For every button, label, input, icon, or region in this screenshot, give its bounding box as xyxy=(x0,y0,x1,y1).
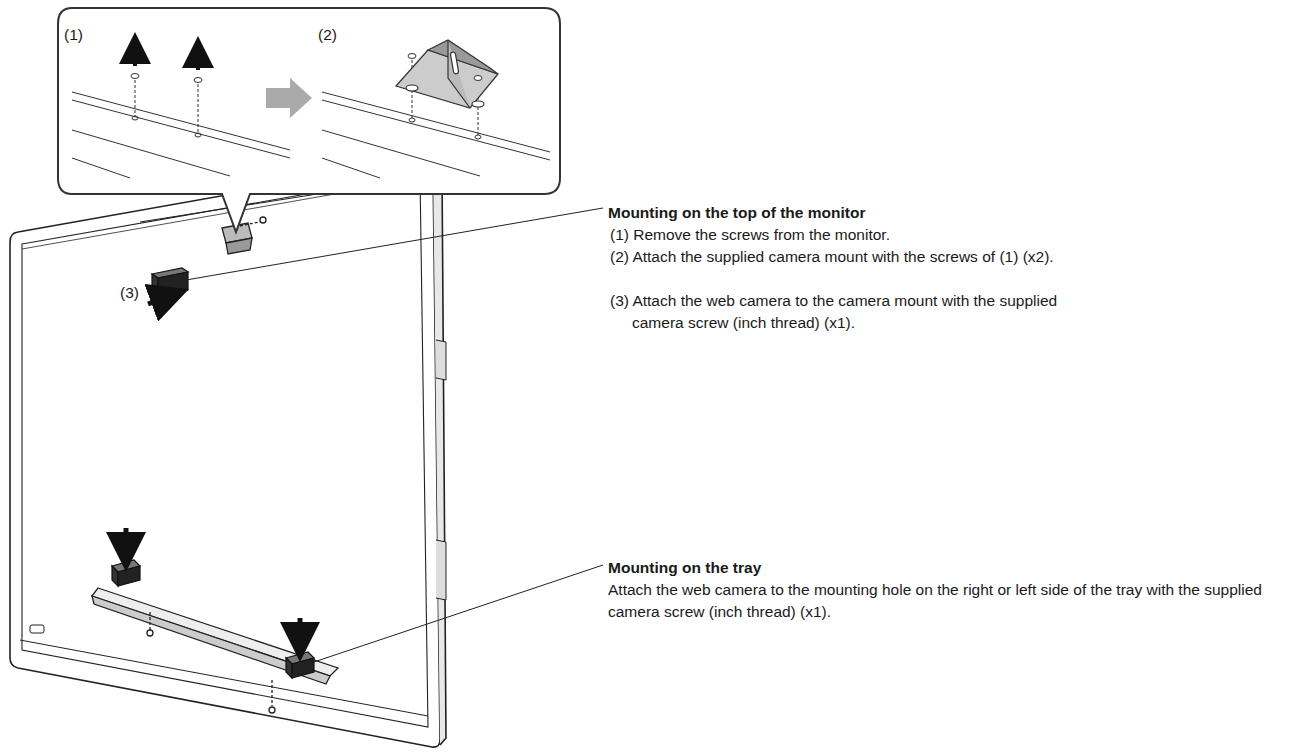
step-text: (3) Attach the web camera to the camera … xyxy=(610,290,1077,334)
insert-arrow xyxy=(124,528,129,552)
leader-line xyxy=(186,208,603,280)
insert-arrow xyxy=(298,618,303,642)
instruction-text: Attach the web camera to the mounting ho… xyxy=(608,579,1298,623)
leader-line xyxy=(314,565,603,662)
web-camera xyxy=(152,268,188,296)
detail-inset xyxy=(58,8,560,232)
web-camera xyxy=(286,652,314,678)
section-heading: Mounting on the tray xyxy=(608,557,1108,579)
tray xyxy=(92,588,338,713)
monitor xyxy=(10,160,446,747)
web-camera xyxy=(112,560,140,586)
insert-arrow xyxy=(148,296,170,304)
callout-number: (1) xyxy=(64,24,104,46)
step-text: (1) Remove the screws from the monitor. xyxy=(610,224,1132,246)
section-heading: Mounting on the top of the monitor xyxy=(608,202,1108,224)
camera-mount xyxy=(222,217,266,254)
callout-number: (3) xyxy=(120,282,160,304)
callout-number: (2) xyxy=(318,24,358,46)
step-text: (2) Attach the supplied camera mount wit… xyxy=(610,246,1077,268)
